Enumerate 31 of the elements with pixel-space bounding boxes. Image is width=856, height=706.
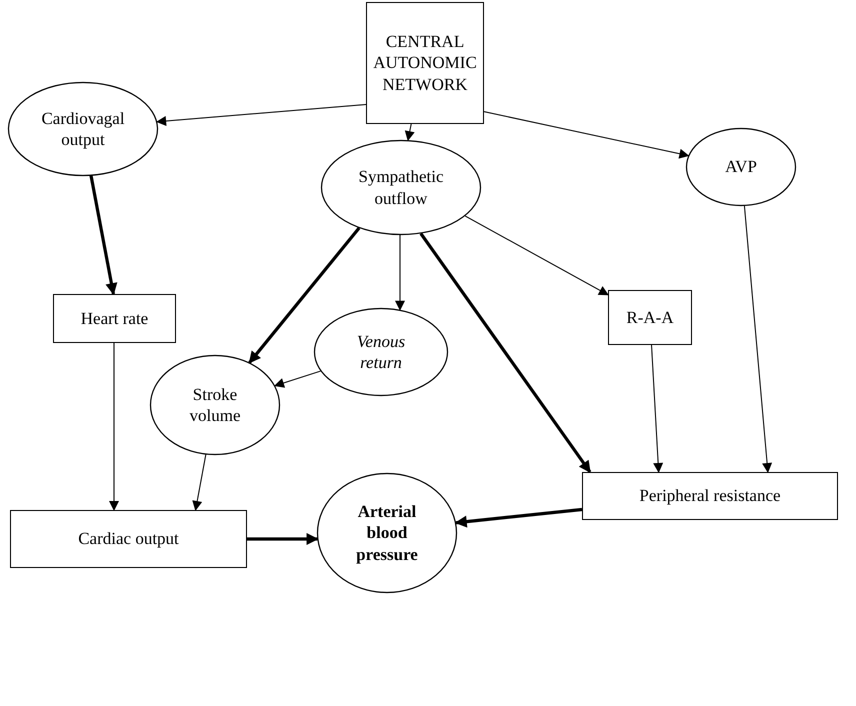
arrow xyxy=(404,124,415,142)
arrow xyxy=(454,508,582,528)
process-box xyxy=(582,472,838,520)
arrow xyxy=(156,104,366,126)
node-label: Cardiac output xyxy=(78,528,179,550)
arrow xyxy=(192,454,206,511)
arrow xyxy=(420,232,592,473)
node-label: Heart rate xyxy=(80,308,148,330)
process-box xyxy=(53,294,176,343)
arrow xyxy=(484,111,690,159)
arrow xyxy=(464,215,609,296)
node-label: Peripheral resistance xyxy=(639,485,781,507)
node-label: CENTRAL AUTONOMIC NETWORK xyxy=(373,31,477,95)
node-label: Arterial blood pressure xyxy=(355,501,419,565)
node-label: Sympathetic outflow xyxy=(358,166,444,209)
node-label: Venous return xyxy=(356,330,406,374)
node-label: Stroke volume xyxy=(188,384,242,426)
arrow xyxy=(395,234,405,311)
arrow xyxy=(248,226,360,364)
node-label: R-A-A xyxy=(626,306,674,328)
arrow xyxy=(274,370,322,388)
process-box xyxy=(608,290,692,345)
arrow xyxy=(89,175,118,296)
arrow xyxy=(247,533,319,545)
node-label: AVP xyxy=(725,156,757,178)
arrow xyxy=(109,342,119,511)
arrow xyxy=(744,205,772,473)
arrow xyxy=(651,344,664,473)
node-label: Cardiovagal output xyxy=(40,108,126,150)
process-box xyxy=(366,2,484,124)
process-box xyxy=(10,510,247,568)
